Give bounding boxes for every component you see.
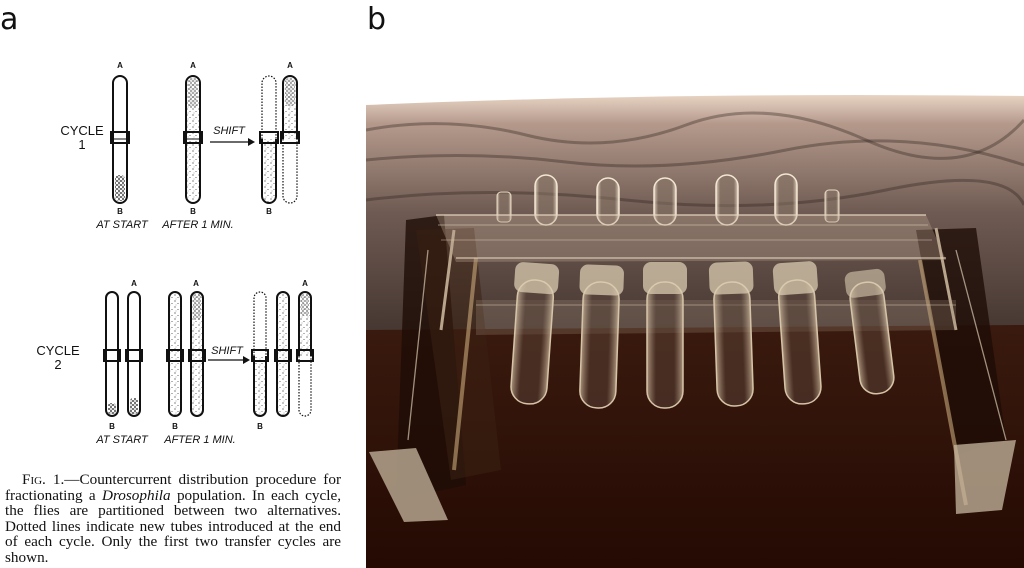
label-a: A	[287, 61, 293, 70]
label-a: A	[302, 279, 308, 288]
fig-label: Fig. 1.	[22, 471, 65, 488]
panel-label-a: a	[0, 2, 19, 37]
label-a: A	[190, 61, 196, 70]
label-a: A	[193, 279, 199, 288]
arrow-icon	[248, 138, 255, 146]
cycle-2: CYCLE 2 A B AT START A B	[36, 279, 314, 446]
label-b: B	[109, 422, 115, 431]
after-label: AFTER 1 MIN.	[161, 219, 234, 231]
label-b: B	[190, 207, 196, 216]
at-start-label: AT START	[95, 219, 149, 231]
cycle-1-title: CYCLE	[60, 123, 104, 138]
panel-a-diagram: a CYCLE 1 A	[0, 0, 360, 568]
label-b: B	[172, 422, 178, 431]
left-foot-block	[369, 448, 448, 522]
label-b: B	[266, 207, 272, 216]
cycle-2-number: 2	[54, 357, 61, 372]
caption-text-1: —Countercurrent distribution procedure f…	[5, 471, 342, 504]
countercurrent-diagram: CYCLE 1 A B AT START A B AFTER 1 MIN.	[36, 61, 314, 446]
label-b: B	[257, 422, 263, 431]
cycle-1-number: 1	[78, 137, 85, 152]
apparatus-photo	[366, 95, 1024, 568]
arrow-icon	[243, 356, 250, 364]
label-a: A	[117, 61, 123, 70]
caption-italic: Drosophila	[101, 486, 171, 504]
right-foot-block	[954, 440, 1016, 514]
panel-b-photo	[366, 0, 1024, 568]
after-label: AFTER 1 MIN.	[163, 434, 236, 446]
cycle-2-title: CYCLE	[36, 343, 80, 358]
shift-label: SHIFT	[213, 125, 246, 137]
lower-tube-row	[510, 261, 895, 409]
cycle-1: CYCLE 1 A B AT START A B AFTER 1 MIN.	[60, 61, 300, 231]
shift-label: SHIFT	[211, 345, 244, 357]
at-start-label: AT START	[95, 434, 149, 446]
figure-caption: Fig. 1.—Countercurrent distribution proc…	[5, 472, 341, 566]
panel-label-b: b	[367, 2, 387, 37]
caption-text-2: population. In each cycle, the flies are…	[5, 486, 341, 566]
label-a: A	[131, 279, 137, 288]
label-b: B	[117, 207, 123, 216]
